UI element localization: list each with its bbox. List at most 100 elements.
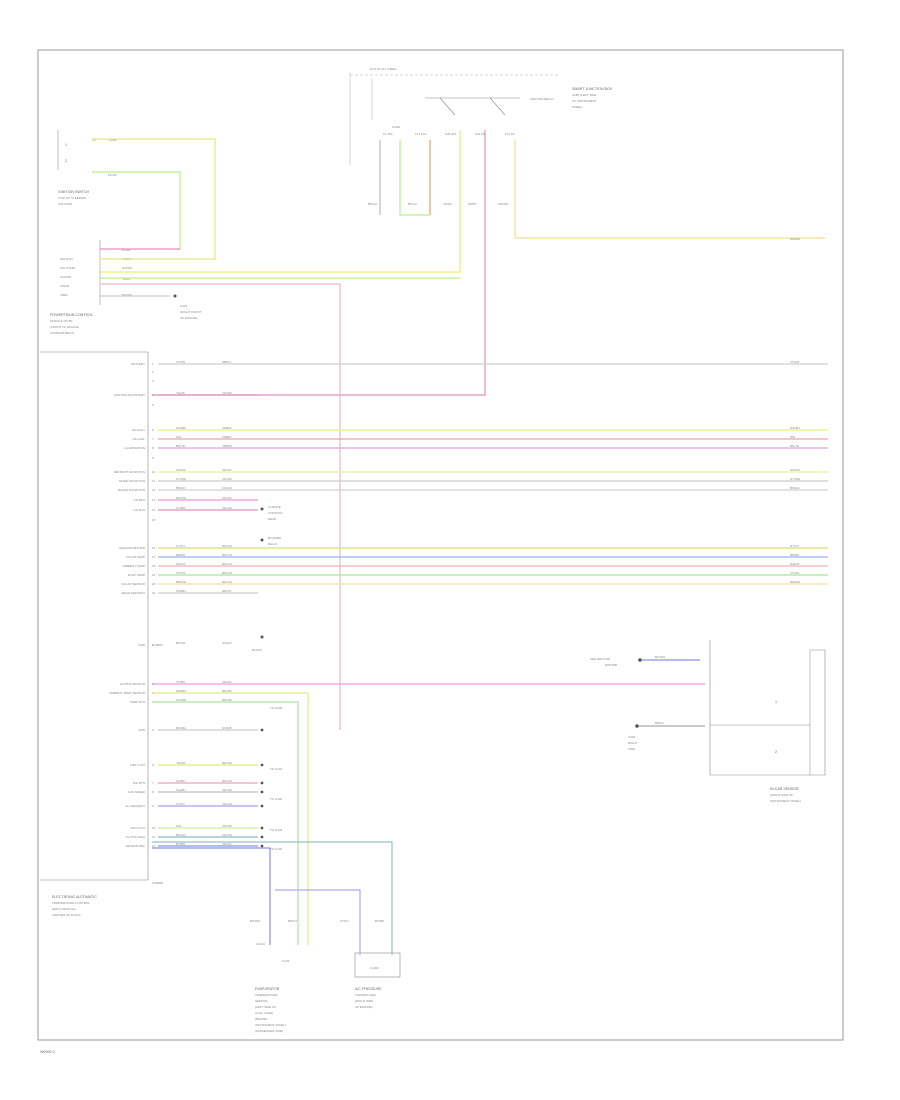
pin-number: 1 <box>152 643 154 647</box>
pin-circuit: VDB07 <box>222 435 232 439</box>
pin-wire-color: WH/VT <box>176 562 186 566</box>
ground-ref: TO G101 <box>270 767 283 771</box>
pin-circuit: GD124 <box>222 641 232 645</box>
svg-text:BLOCK: BLOCK <box>252 648 262 652</box>
main-module-wires: VT/GNWH/BUWHBN/YEGN/OGGY/WHBN/GNGY/VTBN/… <box>158 360 828 848</box>
svg-text:C2280B: C2280B <box>152 881 163 885</box>
pin-name: DEFROST DOOR POS <box>114 470 145 474</box>
far-wire-color: GN/OG <box>790 468 801 472</box>
svg-text:BU/WH: BU/WH <box>655 655 665 659</box>
pin-number: 21 <box>152 591 156 595</box>
svg-text:GN/WH: GN/WH <box>122 266 132 270</box>
svg-text:BN/GY: BN/GY <box>288 919 297 923</box>
ground-dot <box>260 835 264 839</box>
svg-text:COLUMN): COLUMN) <box>58 202 72 206</box>
pin-circuit: CDC41 <box>222 680 232 684</box>
svg-text:IGN RUN: IGN RUN <box>60 257 73 261</box>
module-pin-row: 2 <box>152 370 154 374</box>
main-module-title: ELECTRONIC AUTOMATIC <box>52 895 97 899</box>
wire-sjb-gn <box>514 140 825 239</box>
pin-name: TEMP RTN <box>130 700 145 704</box>
pin-number: 11 <box>152 835 155 839</box>
svg-text:C1023: C1023 <box>370 966 379 970</box>
pin-number: 8 <box>152 790 154 794</box>
svg-text:CONTROL: CONTROL <box>268 511 283 515</box>
pin-name: SOLAR SENSOR <box>121 582 146 586</box>
sjb-title: SMART JUNCTION BOX <box>572 87 613 91</box>
pin-wire-color: OG/BU <box>176 788 186 792</box>
smart-junction-box: HOT AT ALL TIMES FUSE F1 15A F17 10A F25… <box>349 67 613 206</box>
pin-name: AC REQUEST <box>125 804 145 808</box>
pin-name: FAN VOLT <box>131 826 145 830</box>
wire-sjb-ye <box>100 130 461 273</box>
svg-text:C1: C1 <box>92 138 96 142</box>
svg-text:IGNITION RELAY: IGNITION RELAY <box>530 97 554 101</box>
pin-wire-color: GY/BN <box>176 506 185 510</box>
svg-text:OF ENGINE): OF ENGINE) <box>180 316 198 320</box>
pin-circuit: RDC13 <box>222 553 232 557</box>
svg-text:2: 2 <box>775 750 777 754</box>
pin-circuit: CDC46 <box>222 833 232 837</box>
pin-number: 10 <box>152 826 156 830</box>
svg-text:YE/LB: YE/LB <box>443 202 452 206</box>
ground-dot <box>260 763 264 767</box>
pin-wire-color: BN/GN <box>176 486 186 490</box>
pin-number: 12 <box>152 488 156 492</box>
pin-number: 7 <box>152 437 154 441</box>
pin-wire-color: GY/WH <box>176 477 186 481</box>
pin-number: 11 <box>152 479 155 483</box>
main-module: ELECTRONIC AUTOMATIC TEMPERATURE CONTROL… <box>40 351 163 917</box>
sensor-title: IN-CAR SENSOR <box>770 787 799 791</box>
svg-text:F25 20A: F25 20A <box>445 132 456 136</box>
pin-circuit: CDC21 <box>222 468 232 472</box>
svg-text:(RIGHT SIDE OF: (RIGHT SIDE OF <box>770 793 793 797</box>
svg-text:FUSE: FUSE <box>392 125 400 129</box>
pin-circuit: CDC32 <box>222 506 232 510</box>
pin-name: LIN BUS SENSOR <box>120 682 146 686</box>
pin-wire-color: BK/WH <box>176 726 186 730</box>
wire-ign-1 <box>92 138 216 260</box>
pin-name: IGNITION RUN/START <box>114 393 145 397</box>
pin-circuit: CDC23 <box>222 486 232 490</box>
svg-text:(BEHIND: (BEHIND <box>255 1017 268 1021</box>
svg-text:2: 2 <box>65 159 67 163</box>
pin-name: ILLUMINATION <box>124 446 145 450</box>
svg-text:SEE GROUND: SEE GROUND <box>590 657 611 661</box>
pin-name: SENSOR REF <box>125 844 145 848</box>
svg-text:(LEFT SIDE OF: (LEFT SIDE OF <box>255 1005 276 1009</box>
pin-circuit: RDC33 <box>222 761 232 765</box>
pin-number: 7 <box>152 781 154 785</box>
pin-circuit: VDB08 <box>222 444 232 448</box>
svg-text:IGN START: IGN START <box>60 266 76 270</box>
svg-text:(RIGHT FRONT: (RIGHT FRONT <box>180 310 202 314</box>
svg-text:OF ENGINE): OF ENGINE) <box>355 1005 373 1009</box>
svg-text:WH/GN: WH/GN <box>790 237 800 241</box>
diagram-frame <box>37 49 844 1041</box>
ign-wire-label: PK/LB <box>108 173 117 177</box>
pin-circuit: RDC14 <box>222 562 232 566</box>
pin-number: 2 <box>152 370 154 374</box>
pin-wire-color: VT/BN <box>176 680 185 684</box>
pin-name: INCAR TEMP <box>127 555 145 559</box>
pin-wire-color: WH/BU <box>176 689 186 693</box>
bottom-right-component: C1023 VT/GY BU/BN A/C PRESSURE TRANSDUCE… <box>340 919 401 1009</box>
ground-dot <box>260 844 264 848</box>
pin-wire-color: WH/BU <box>176 426 186 430</box>
svg-text:TEMPERATURE: TEMPERATURE <box>255 993 277 997</box>
svg-text:LB/PK: LB/PK <box>468 202 477 206</box>
far-wire-color: GY/VT <box>790 544 799 548</box>
far-wire-color: WH/VT <box>790 562 800 566</box>
